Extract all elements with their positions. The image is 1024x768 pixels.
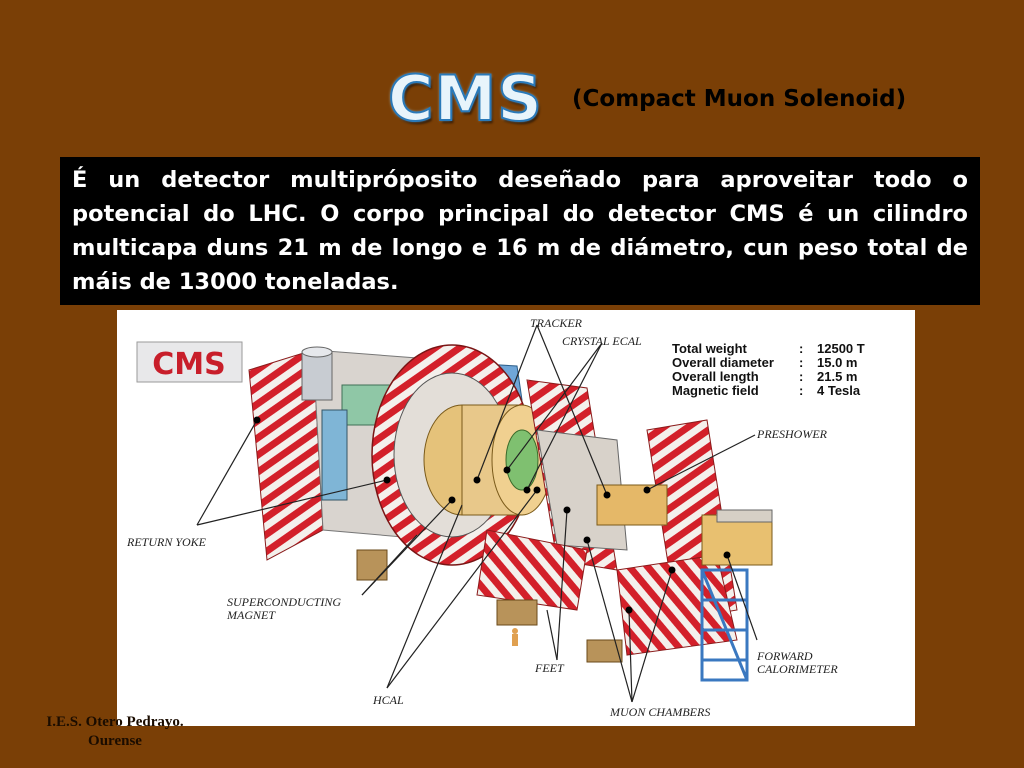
label-feet: FEET [534, 661, 565, 675]
svg-text::: : [799, 341, 803, 356]
cms-logo-box [136, 341, 243, 383]
slide-subtitle: (Compact Muon Solenoid) [572, 86, 907, 112]
label-crystal-ecal: CRYSTAL ECAL [562, 334, 642, 348]
cms-detector-figure: CMS [117, 310, 915, 726]
pointer-dots [253, 416, 731, 614]
forward-plug [596, 484, 668, 526]
label-hcal: HCAL [372, 693, 404, 707]
pointer-lines [196, 324, 758, 703]
label-calorimeter: CALORIMETER [757, 662, 838, 676]
spec-value: 15.0 m [817, 355, 857, 370]
label-tracker: TRACKER [530, 316, 583, 330]
cryostat-tank [301, 351, 333, 401]
spec-label: Overall length [672, 369, 759, 384]
label-forward: FORWARD [756, 649, 813, 663]
person-scale-figure [512, 628, 518, 646]
slide-title: CMS [387, 61, 543, 136]
label-superconducting: SUPERCONDUCTING [227, 595, 341, 609]
svg-text::: : [799, 369, 803, 384]
label-preshower: PRESHOWER [756, 427, 828, 441]
spec-label: Overall diameter [672, 355, 774, 370]
description-text: É un detector multipróposito deseñado pa… [72, 167, 968, 295]
label-magnet: MAGNET [226, 608, 276, 622]
label-muon-chambers: MUON CHAMBERS [609, 705, 710, 719]
school-footer: I.E.S. Otero Pedrayo. Ourense [20, 713, 210, 751]
spec-label: Total weight [672, 341, 748, 356]
svg-text::: : [799, 383, 803, 398]
footer-line-1: I.E.S. Otero Pedrayo. [46, 714, 184, 730]
spec-value: 4 Tesla [817, 383, 861, 398]
cms-logo: CMS [152, 347, 225, 382]
spec-value: 21.5 m [817, 369, 857, 384]
spec-value: 12500 T [817, 341, 865, 356]
label-return-yoke: RETURN YOKE [126, 535, 207, 549]
description-box: É un detector multipróposito deseñado pa… [60, 157, 980, 305]
footer-line-2: Ourense [88, 733, 142, 749]
forward-calorimeter [701, 514, 773, 566]
specs-table: Total weight : 12500 T Overall diameter … [672, 341, 865, 398]
feet [356, 549, 388, 581]
forward-stand [700, 568, 749, 682]
spec-label: Magnetic field [672, 383, 759, 398]
svg-text::: : [799, 355, 803, 370]
cms-detector-illustration: CMS [126, 316, 865, 719]
